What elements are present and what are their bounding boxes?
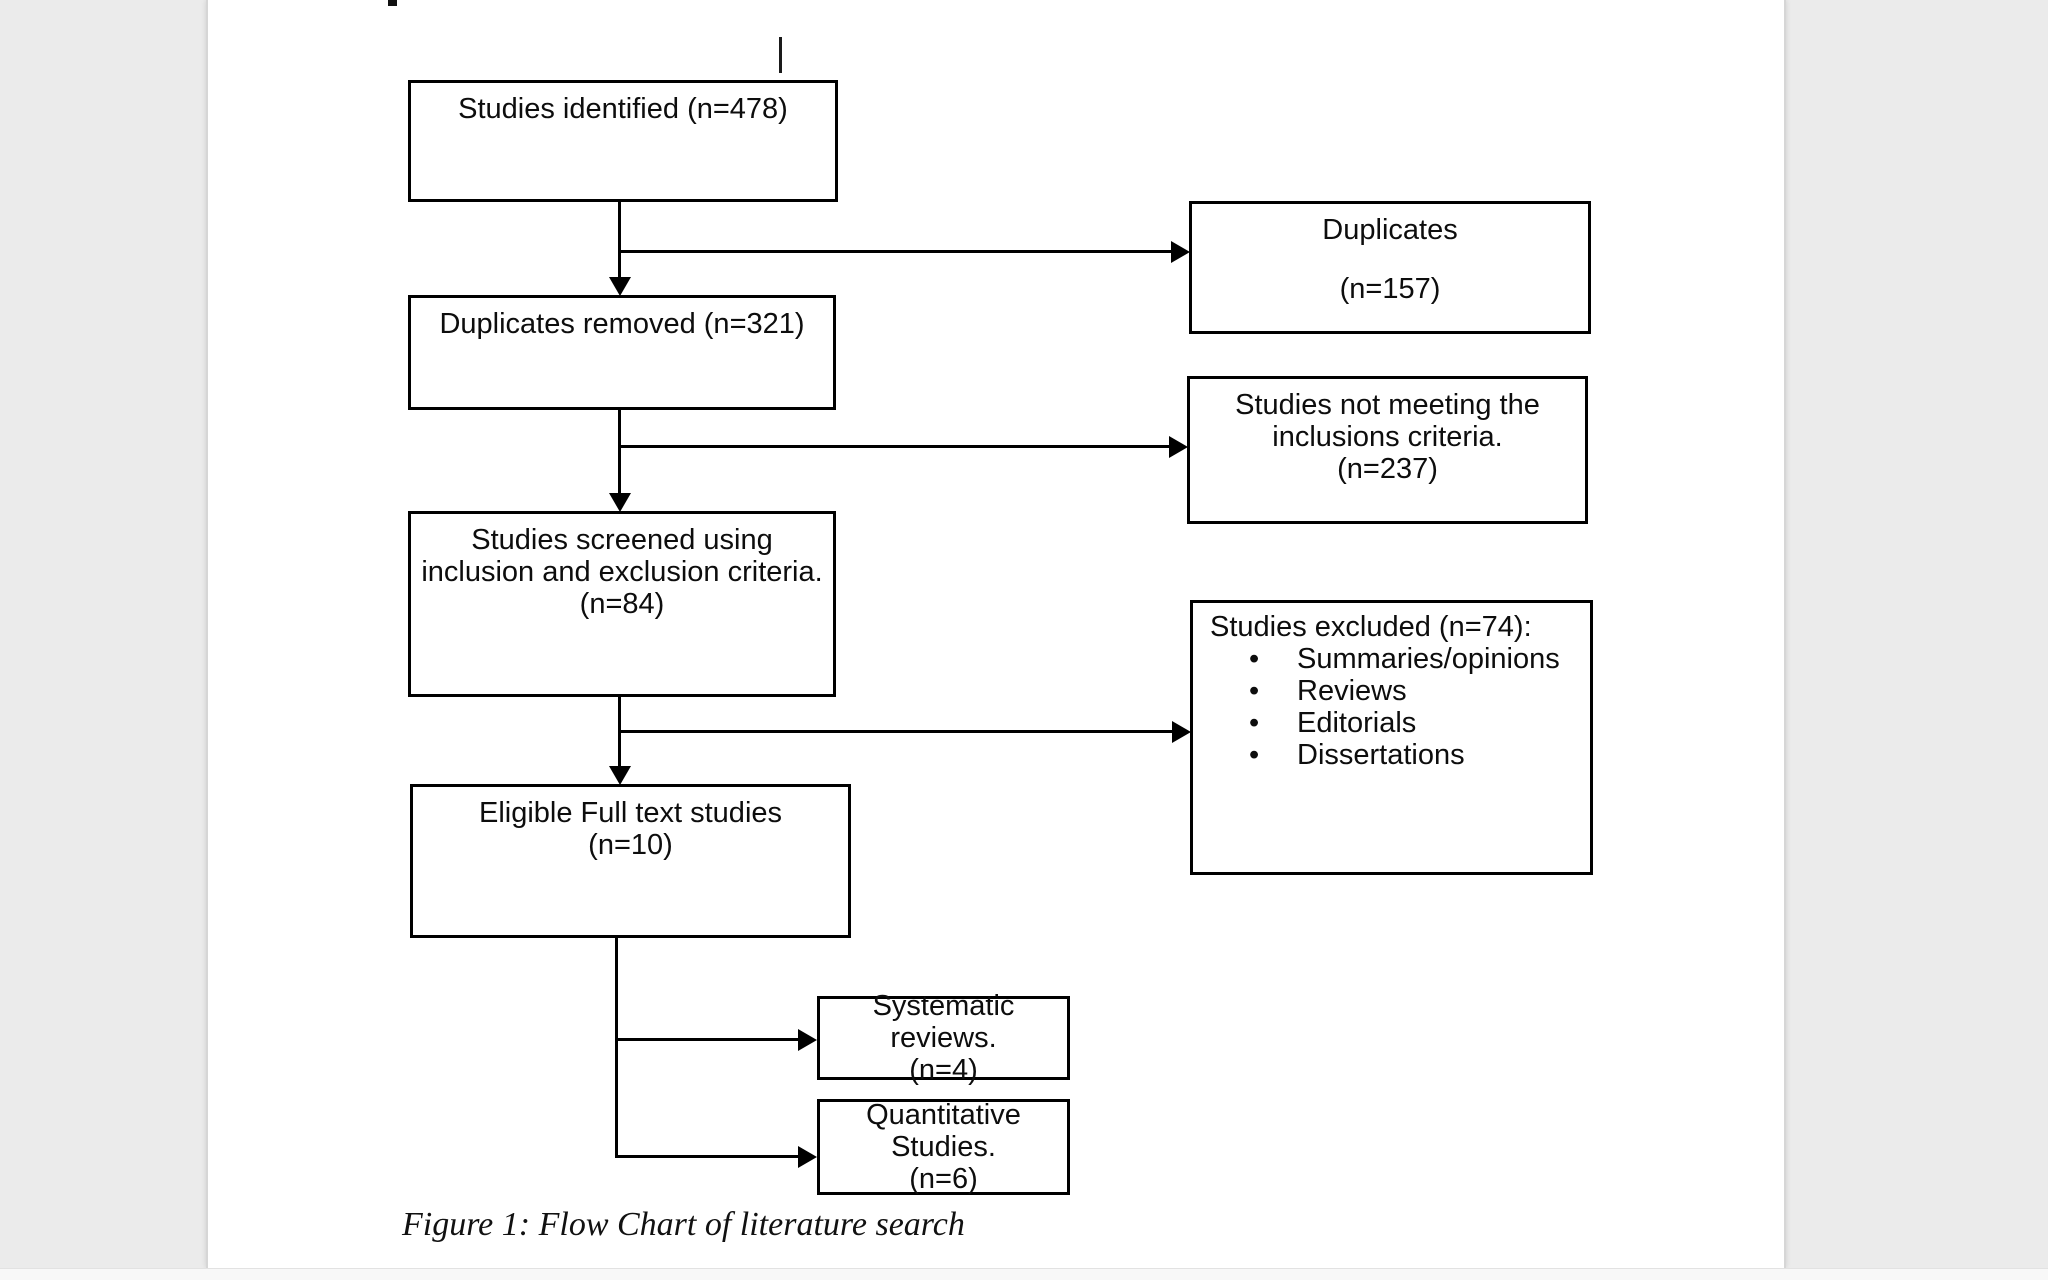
figure-caption: Figure 1: Flow Chart of literature searc… (402, 1206, 965, 1243)
box-text: inclusion and exclusion criteria. (421, 556, 823, 588)
box-studies-identified[interactable]: Studies identified (n=478) (408, 80, 838, 202)
box-quantitative-studies[interactable]: Quantitative Studies. (n=6) (817, 1099, 1070, 1195)
box-text: Duplicates removed (n=321) (439, 308, 805, 340)
box-text: inclusions criteria. (1272, 421, 1503, 453)
box-text: Eligible Full text studies (478, 797, 783, 829)
connector-to-duplicates (620, 250, 1172, 253)
list-item-label: Summaries/opinions (1297, 643, 1560, 675)
connector-screened-to-eligible (618, 697, 621, 769)
list-item-label: Editorials (1297, 707, 1417, 739)
bottom-strip (0, 1268, 2048, 1280)
text-caret (779, 37, 782, 73)
arrowhead-down-eligible (609, 766, 631, 785)
arrowhead-right-quantitative (798, 1146, 817, 1168)
box-text: Studies screened using (471, 524, 773, 556)
connector-to-not-meeting (620, 445, 1170, 448)
box-text: (n=10) (588, 829, 673, 861)
box-text: Duplicates (1322, 214, 1458, 246)
bullet-icon: • (1249, 739, 1260, 771)
box-text: (n=84) (579, 588, 665, 620)
box-text: Studies identified (n=478) (458, 93, 788, 125)
clipped-text-fragment (388, 0, 397, 6)
box-studies-excluded[interactable]: Studies excluded (n=74): • Summaries/opi… (1190, 600, 1593, 875)
connector-to-systematic (616, 1038, 799, 1041)
box-duplicates[interactable]: Duplicates (n=157) (1189, 201, 1591, 334)
bullet-icon: • (1249, 675, 1260, 707)
box-text: Studies excluded (n=74): (1210, 611, 1532, 643)
box-systematic-reviews[interactable]: Systematic reviews. (n=4) (817, 990, 1070, 1086)
arrowhead-down-removed (609, 277, 631, 296)
connector-to-quantitative (616, 1155, 799, 1158)
connector-eligible-stem (615, 938, 618, 1158)
connector-to-excluded (620, 730, 1173, 733)
box-text: Systematic reviews. (872, 990, 1015, 1054)
list-item-label: Dissertations (1297, 739, 1465, 771)
list-item: • Dissertations (1193, 739, 1590, 771)
list-item: • Reviews (1193, 675, 1590, 707)
arrowhead-down-screened (609, 493, 631, 512)
box-eligible-full-text[interactable]: Eligible Full text studies (n=10) (410, 784, 851, 938)
box-text: Quantitative Studies. (866, 1099, 1021, 1163)
box-text: Studies not meeting the (1235, 389, 1540, 421)
arrowhead-right-excluded (1172, 721, 1191, 743)
list-item: • Summaries/opinions (1193, 643, 1590, 675)
box-duplicates-removed[interactable]: Duplicates removed (n=321) (408, 295, 836, 410)
arrowhead-right-not-meeting (1169, 436, 1188, 458)
box-not-meeting-criteria[interactable]: Studies not meeting the inclusions crite… (1187, 376, 1588, 524)
box-text: (n=6) (909, 1163, 978, 1195)
box-studies-screened[interactable]: Studies screened using inclusion and exc… (408, 511, 836, 697)
bullet-icon: • (1249, 707, 1260, 739)
list-item: • Editorials (1193, 707, 1590, 739)
box-text: (n=4) (909, 1054, 978, 1086)
arrowhead-right-systematic (798, 1029, 817, 1051)
connector-removed-to-screened (618, 410, 621, 496)
arrowhead-right-duplicates (1171, 241, 1190, 263)
box-text: (n=237) (1337, 453, 1438, 485)
bullet-icon: • (1249, 643, 1260, 675)
connector-identified-to-removed (618, 202, 621, 280)
box-text: (n=157) (1339, 273, 1441, 305)
list-item-label: Reviews (1297, 675, 1407, 707)
